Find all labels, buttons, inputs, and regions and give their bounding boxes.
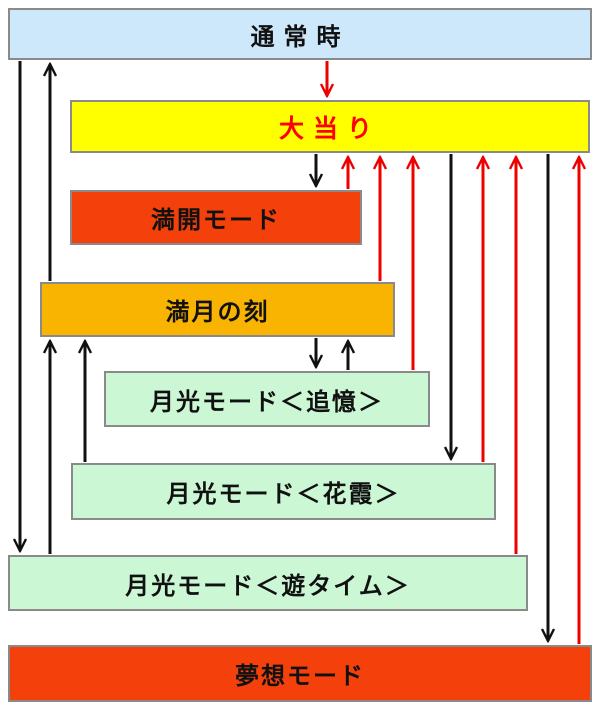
node-gekkou-tsuioku: 月光モード＜追憶＞	[104, 371, 430, 427]
node-gekkou-hanagasumi: 月光モード＜花霞＞	[71, 463, 496, 520]
node-gekkou-yuu-time: 月光モード＜遊タイム＞	[8, 555, 528, 611]
node-mankai-mode: 満開モード	[70, 190, 362, 245]
node-jackpot: 大当り	[70, 100, 590, 153]
node-musou-mode: 夢想モード	[8, 645, 592, 702]
node-mangetsu-no-toki: 満月の刻	[40, 282, 395, 337]
node-normal: 通常時	[8, 8, 592, 60]
